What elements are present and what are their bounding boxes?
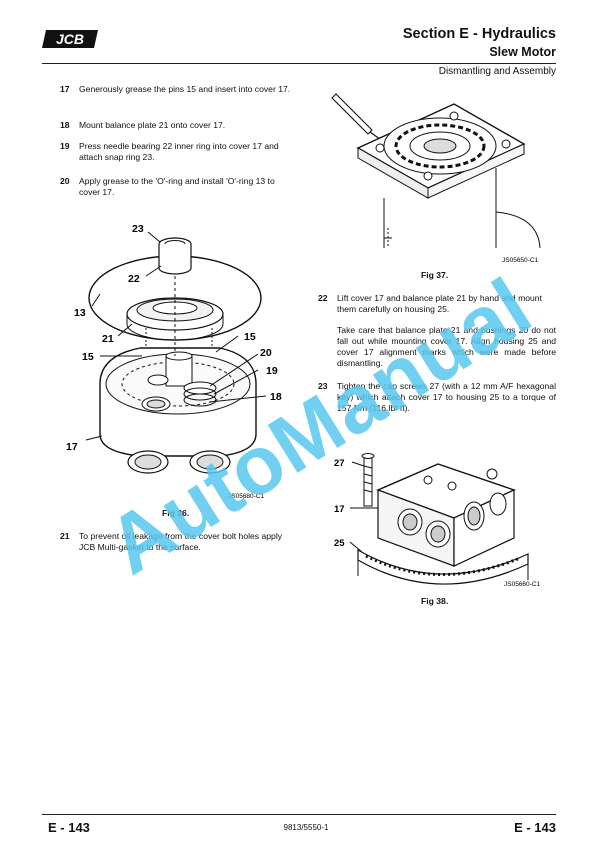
callout-25: 25 (334, 538, 345, 549)
step-number: 23 (318, 381, 328, 391)
step-17: 17 Generously grease the pins 15 and ins… (60, 84, 298, 108)
category-label: Dismantling and Assembly (438, 66, 556, 77)
step-number: 21 (60, 531, 70, 541)
step-18: 18 Mount balance plate 21 onto cover 17. (60, 120, 298, 132)
step-number: 22 (318, 293, 328, 303)
document-number: 9813/5550-1 (283, 823, 329, 832)
fig37-caption: Fig 37. (421, 270, 449, 280)
step-text: Lift cover 17 and balance plate 21 by ha… (337, 293, 542, 314)
callout-15-right: 15 (244, 331, 256, 343)
fig37-code: JS05650-C1 (502, 257, 539, 264)
callout-27: 27 (334, 458, 345, 469)
fig36-illustration: 23 22 13 21 15 15 20 19 18 17 JS05680-C1 (66, 223, 282, 500)
step-23: 23 Tighten the cap screws 27 (with a 12 … (318, 381, 556, 417)
callout-23: 23 (132, 223, 144, 235)
callout-20: 20 (260, 347, 272, 359)
step-22-note: Take care that balance plate 21 and bush… (337, 325, 556, 368)
step-number: 17 (60, 84, 70, 94)
step-20: 20 Apply grease to the 'O'-ring and inst… (60, 176, 298, 200)
subsection-title: Slew Motor (489, 45, 556, 59)
step-text: Tighten the cap screws 27 (with a 12 mm … (337, 381, 556, 413)
fig36-caption: Fig 36. (162, 508, 190, 518)
step-number: 20 (60, 176, 70, 186)
step-text: Mount balance plate 21 onto cover 17. (79, 120, 226, 130)
step-text: Press needle bearing 22 inner ring into … (79, 141, 279, 162)
fig36-code: JS05680-C1 (228, 493, 265, 500)
jcb-logo: JCB (42, 28, 100, 50)
section-title: Section E - Hydraulics (402, 26, 556, 42)
logo-text: JCB (56, 31, 84, 47)
step-text: Apply grease to the 'O'-ring and install… (79, 176, 275, 197)
fig37-illustration: JS05650-C1 (331, 93, 541, 264)
fig38-caption: Fig 38. (421, 596, 449, 606)
step-text: To prevent oil leakage from the cover bo… (79, 531, 283, 552)
fig38-code: JS05660-C1 (504, 581, 541, 588)
callout-13: 13 (74, 307, 86, 319)
step-22: 22 Lift cover 17 and balance plate 21 by… (318, 293, 556, 317)
fig38-illustration: 27 17 25 JS05660-C1 (334, 453, 541, 588)
callout-17: 17 (334, 504, 345, 515)
callout-21: 21 (102, 333, 114, 345)
step-text: Generously grease the pins 15 and insert… (79, 84, 291, 94)
callout-17: 17 (66, 441, 78, 453)
step-19: 19 Press needle bearing 22 inner ring in… (60, 141, 298, 165)
header-rule (42, 63, 556, 64)
step-number: 19 (60, 141, 70, 151)
page-number-right: E - 143 (514, 820, 556, 835)
step-21: 21 To prevent oil leakage from the cover… (60, 531, 300, 555)
callout-19: 19 (266, 365, 278, 377)
page-number-left: E - 143 (48, 820, 90, 835)
callout-15-left: 15 (82, 351, 94, 363)
callout-18: 18 (270, 391, 282, 403)
callout-22: 22 (128, 273, 140, 285)
step-number: 18 (60, 120, 70, 130)
footer-rule (42, 814, 556, 815)
